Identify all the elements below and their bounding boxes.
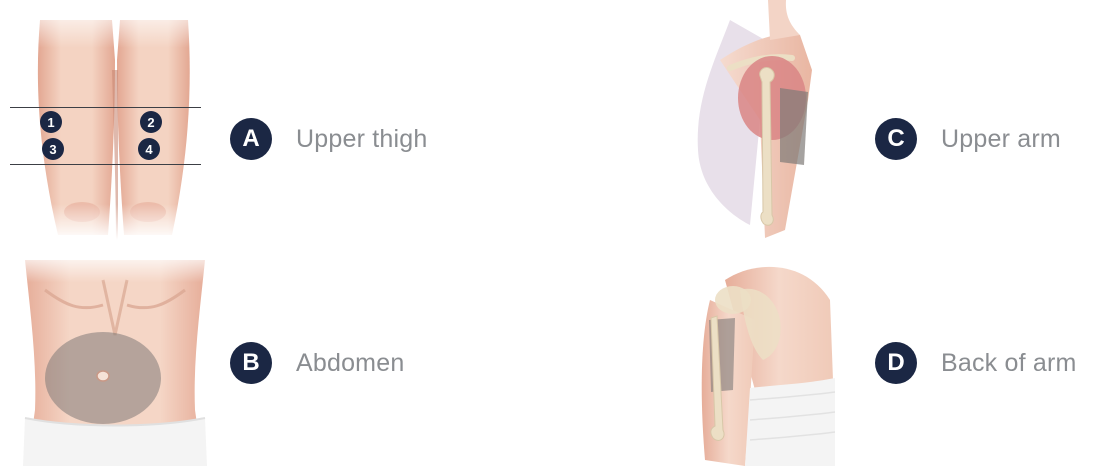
back-of-arm-illustration — [695, 260, 835, 466]
site-a-badge: A — [230, 118, 272, 160]
site-c-badge: C — [875, 118, 917, 160]
thigh-upper-boundary-line — [10, 107, 201, 108]
site-c-name: Upper arm — [941, 125, 1061, 154]
thigh-zone-2: 2 — [140, 111, 162, 133]
thigh-lower-boundary-line — [10, 164, 201, 165]
abdomen-front-illustration — [15, 250, 215, 466]
site-b-name: Abdomen — [296, 349, 404, 378]
thigh-zone-4: 4 — [138, 138, 160, 160]
site-b-label: B Abdomen — [230, 342, 404, 384]
site-c-label: C Upper arm — [875, 118, 1061, 160]
site-a-name: Upper thigh — [296, 125, 427, 154]
site-d-badge: D — [875, 342, 917, 384]
site-d-name: Back of arm — [941, 349, 1077, 378]
site-d-label: D Back of arm — [875, 342, 1077, 384]
thigh-zone-1: 1 — [40, 111, 62, 133]
site-b-badge: B — [230, 342, 272, 384]
upper-arm-side-illustration — [690, 0, 825, 240]
site-a-label: A Upper thigh — [230, 118, 427, 160]
thigh-zone-3: 3 — [42, 138, 64, 160]
